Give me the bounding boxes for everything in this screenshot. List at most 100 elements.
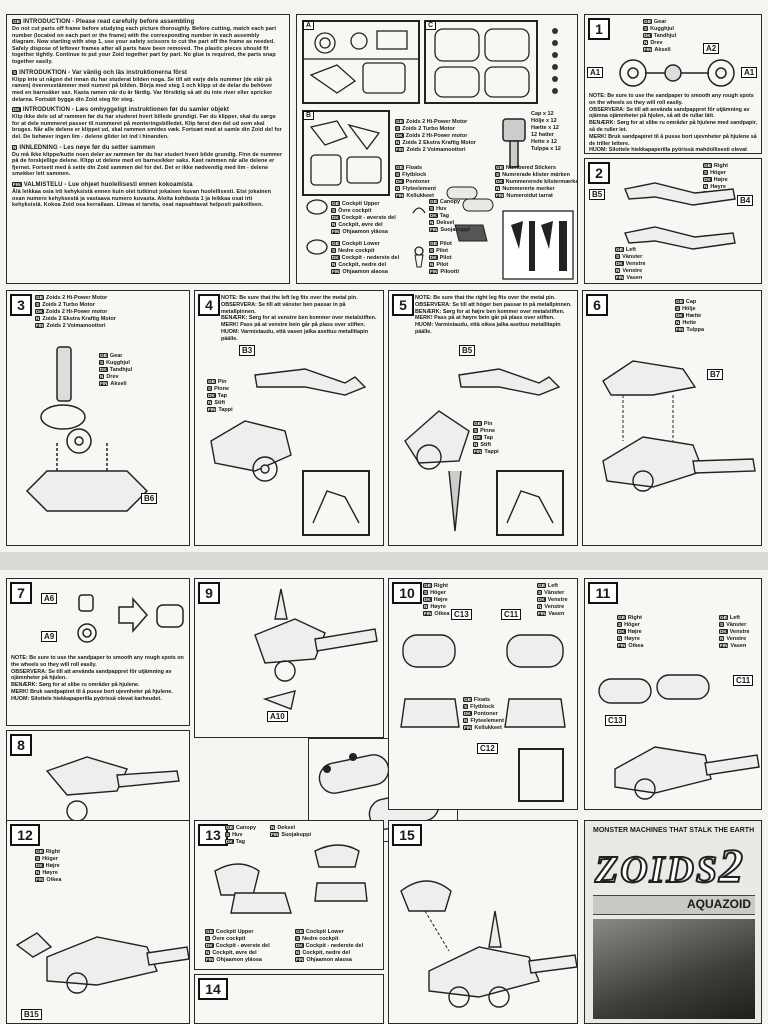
language-flag-icon: FIN [643,47,653,53]
frame-label-a: A [303,21,315,30]
language-flag-icon: FIN [331,269,341,275]
language-flag-icon: GB [463,697,472,703]
language-flag-icon: FIN [495,193,505,199]
step-2-diagram [624,182,736,250]
language-flag-icon: GB [225,825,234,831]
language-flag-icon: GB [719,615,728,621]
legend-item: BENÆRK: Sørg for at venstre ben kommer o… [221,315,377,322]
step-number: 13 [198,824,228,846]
legend-item: Hölje x 12 [531,118,557,124]
language-flag-icon: GB [617,615,626,621]
language-flag-icon: GB [423,583,432,589]
language-flag-icon: S [537,590,543,596]
part-label: B15 [21,1009,42,1020]
language-flag-icon: S [331,208,337,214]
legend-item: HUOM: Varmistaudu, että vasen jalka aset… [221,328,369,342]
language-flag-icon: FIN [35,323,45,329]
language-flag-icon: DK [395,179,404,185]
part-label: B7 [707,369,724,380]
language-flag-icon: S [295,936,301,942]
part-label: B3 [239,345,256,356]
part-label: C11 [733,675,754,686]
cover-panel: MONSTER MACHINES THAT STALK THE EARTH ZO… [584,820,762,1024]
language-flag-icon: N [331,262,337,268]
legend-item: BENÆRK: Sørg for at slibe ru områder på … [11,682,140,689]
legend-item: Cap x 12 [531,111,554,117]
language-flag-icon: N [12,144,18,150]
frame-label-c: C [425,21,437,30]
language-flag-icon: FIN [270,832,280,838]
language-flag-icon: DK [295,943,304,949]
part-label: C13 [605,715,626,726]
language-flag-icon: N [463,718,469,724]
language-flag-icon: FIN [537,611,547,617]
step-number: 7 [10,582,32,604]
language-flag-icon: FIN [429,269,439,275]
language-flag-icon: N [207,400,213,406]
language-flag-icon: GB [12,19,22,24]
legend-item: NOTE: Be sure to use the sandpaper to sm… [11,655,184,668]
language-flag-icon: GB [99,353,108,359]
language-flag-icon: GB [395,119,404,125]
language-flag-icon: FIN [719,643,729,649]
language-flag-icon: S [35,302,41,308]
language-flag-icon: DK [35,309,44,315]
step-number: 9 [198,582,220,604]
language-flag-icon: N [395,140,401,146]
step-5-notes: NOTE: Be sure that the right leg fits ov… [415,295,575,336]
language-flag-icon: GB [429,241,438,247]
language-flag-icon: GB [429,199,438,205]
step-14-panel: 14 [194,974,384,1024]
language-flag-icon: DK [35,863,44,869]
legend-item: OBSERVERA: Se till att använda sandpappr… [11,668,172,682]
cover-band [593,895,755,915]
intro-section-text: Klip ikke dele ud af rammen før du har s… [12,114,283,140]
legend-item: MERK! Bruk sandpapiret til å pusse bort … [11,688,173,695]
step-number: 5 [392,294,414,316]
language-flag-icon: GB [615,247,624,253]
language-flag-icon: DK [463,711,472,717]
language-flag-icon: DK [99,367,108,373]
